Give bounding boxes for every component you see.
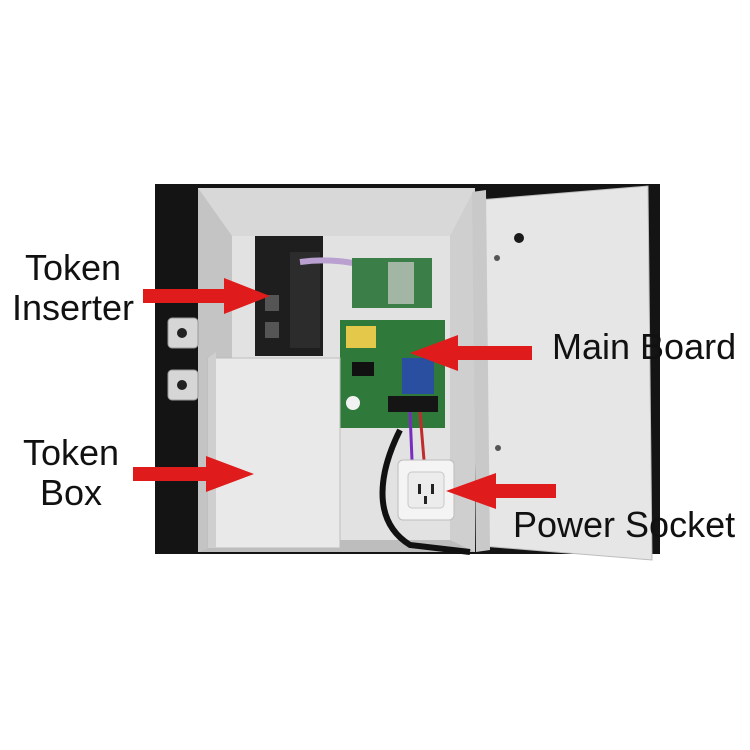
label-power-socket: Power Socket xyxy=(513,504,736,545)
mounting-hole xyxy=(177,328,187,338)
cabinet-top-wall xyxy=(198,188,475,236)
token-box xyxy=(207,357,341,549)
arrow-power-socket xyxy=(446,473,556,509)
main-board-chip xyxy=(352,362,374,376)
door-hole xyxy=(494,255,500,261)
label-token-box-line1: Token xyxy=(22,432,120,473)
main-board-terminal xyxy=(388,396,438,412)
socket-pin xyxy=(424,496,427,504)
door-hole xyxy=(495,445,501,451)
label-token-inserter: Token Inserter xyxy=(8,248,138,328)
door-edge xyxy=(472,190,490,552)
socket-pin xyxy=(418,484,421,494)
arrow-token-inserter xyxy=(143,278,270,314)
main-board-relay xyxy=(402,358,434,394)
label-token-box: Token Box xyxy=(6,433,136,513)
socket-pin xyxy=(431,484,434,494)
board-component xyxy=(388,262,414,304)
label-main-board: Main Board xyxy=(552,326,737,367)
mounting-hole xyxy=(177,380,187,390)
power-cable xyxy=(379,428,471,555)
power-socket-face xyxy=(407,471,445,509)
label-token-inserter-line2: Inserter xyxy=(11,287,135,328)
token-inserter-face xyxy=(290,252,320,348)
signal-wire xyxy=(408,411,414,461)
label-token-inserter-line1: Token xyxy=(24,247,122,288)
signal-wire xyxy=(418,411,426,461)
board-standoff xyxy=(346,396,360,410)
label-token-box-line2: Box xyxy=(39,472,103,513)
main-board-capacitor xyxy=(346,326,376,348)
arrow-token-box xyxy=(133,456,254,492)
token-box-side xyxy=(208,352,216,548)
door-hole xyxy=(514,233,524,243)
arrow-main-board xyxy=(410,335,532,371)
token-inserter-slot xyxy=(265,295,279,311)
token-inserter-slot xyxy=(265,322,279,338)
